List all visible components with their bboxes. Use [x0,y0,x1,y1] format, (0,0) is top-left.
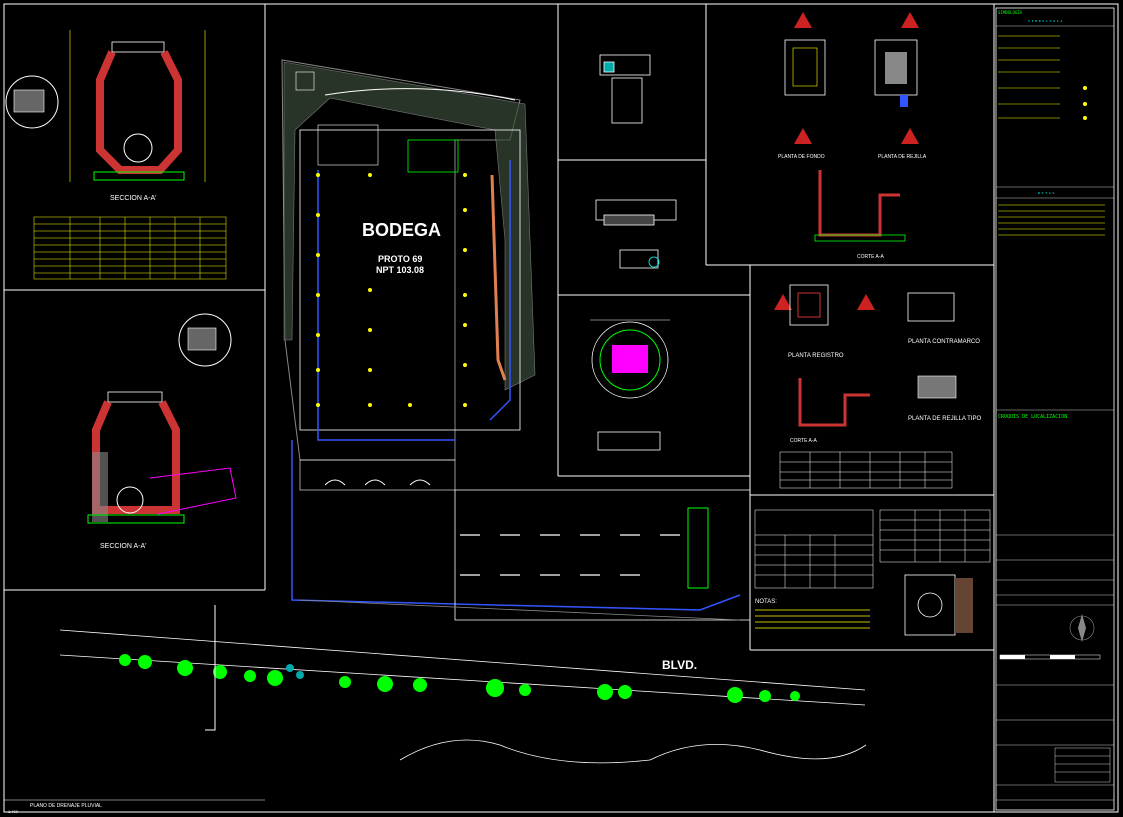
level-label: NPT 103.08 [376,265,424,275]
planta-registro-label: PLANTA REGISTRO [788,353,844,359]
symbology-title: S I M B O L O G I A [1028,19,1063,23]
detail-trench[interactable] [595,54,677,269]
croquis-label: CROQUIS DE LOCALIZACION [998,414,1067,420]
sheet-title-block: PLANO DE DRENAJE PLUVIAL 1:400 [4,799,265,814]
planta-contramarco-label: PLANTA CONTRAMARCO [908,339,980,345]
planta-rejilla-tipo-label: PLANTA DE REJILLA TIPO [908,416,981,422]
building-label: BODEGA [362,220,441,240]
sheet-title: PLANO DE DRENAJE PLUVIAL [30,803,102,809]
detail-planta-registro[interactable]: PLANTA REGISTRO PLANTA CONTRAMARCO PLANT… [788,284,981,444]
planta-fondo-label: PLANTA DE FONDO [778,154,825,160]
boulevard-label: BLVD. [662,658,697,672]
detail-registro-fondo[interactable]: PLANTA DE FONDO PLANTA DE REJILLA CORTE … [778,39,927,260]
table-lower-right [754,509,991,589]
title-block[interactable]: SIMBOLOGIA S I M B O L O G I A N O T A S [995,7,1115,811]
proto-label: PROTO 69 [378,254,422,264]
notes-text-lines [755,609,870,629]
corte-aa-1-label: CORTE A-A [857,254,885,260]
sheet-scale: 1:400 [8,809,19,814]
title-block-header: SIMBOLOGIA [998,10,1023,15]
boulevard: BLVD. [59,605,867,764]
detail-pozo[interactable] [904,574,973,636]
sheet-frame [3,3,1119,813]
site-plan[interactable]: BODEGA PROTO 69 NPT 103.08 [281,59,751,621]
notas-label: NOTAS: [755,599,777,605]
detail-manhole-section-1[interactable]: SECCION A-A' [5,30,206,202]
planta-rejilla-label: PLANTA DE REJILLA [878,154,927,160]
corte-aa-2-label: CORTE A-A [790,438,818,444]
section-a1-label: SECCION A-A' [110,195,156,202]
notes-title: N O T A S [1038,191,1054,195]
table-left-top [33,216,227,280]
section-a2-label: SECCION A-A' [100,543,146,550]
detail-round-grate[interactable] [590,319,670,451]
north-arrow-icon [1069,614,1095,642]
warning-markers [774,12,919,310]
table-mid-right [779,451,953,489]
detail-manhole-section-2[interactable]: SECCION A-A' [87,313,237,550]
